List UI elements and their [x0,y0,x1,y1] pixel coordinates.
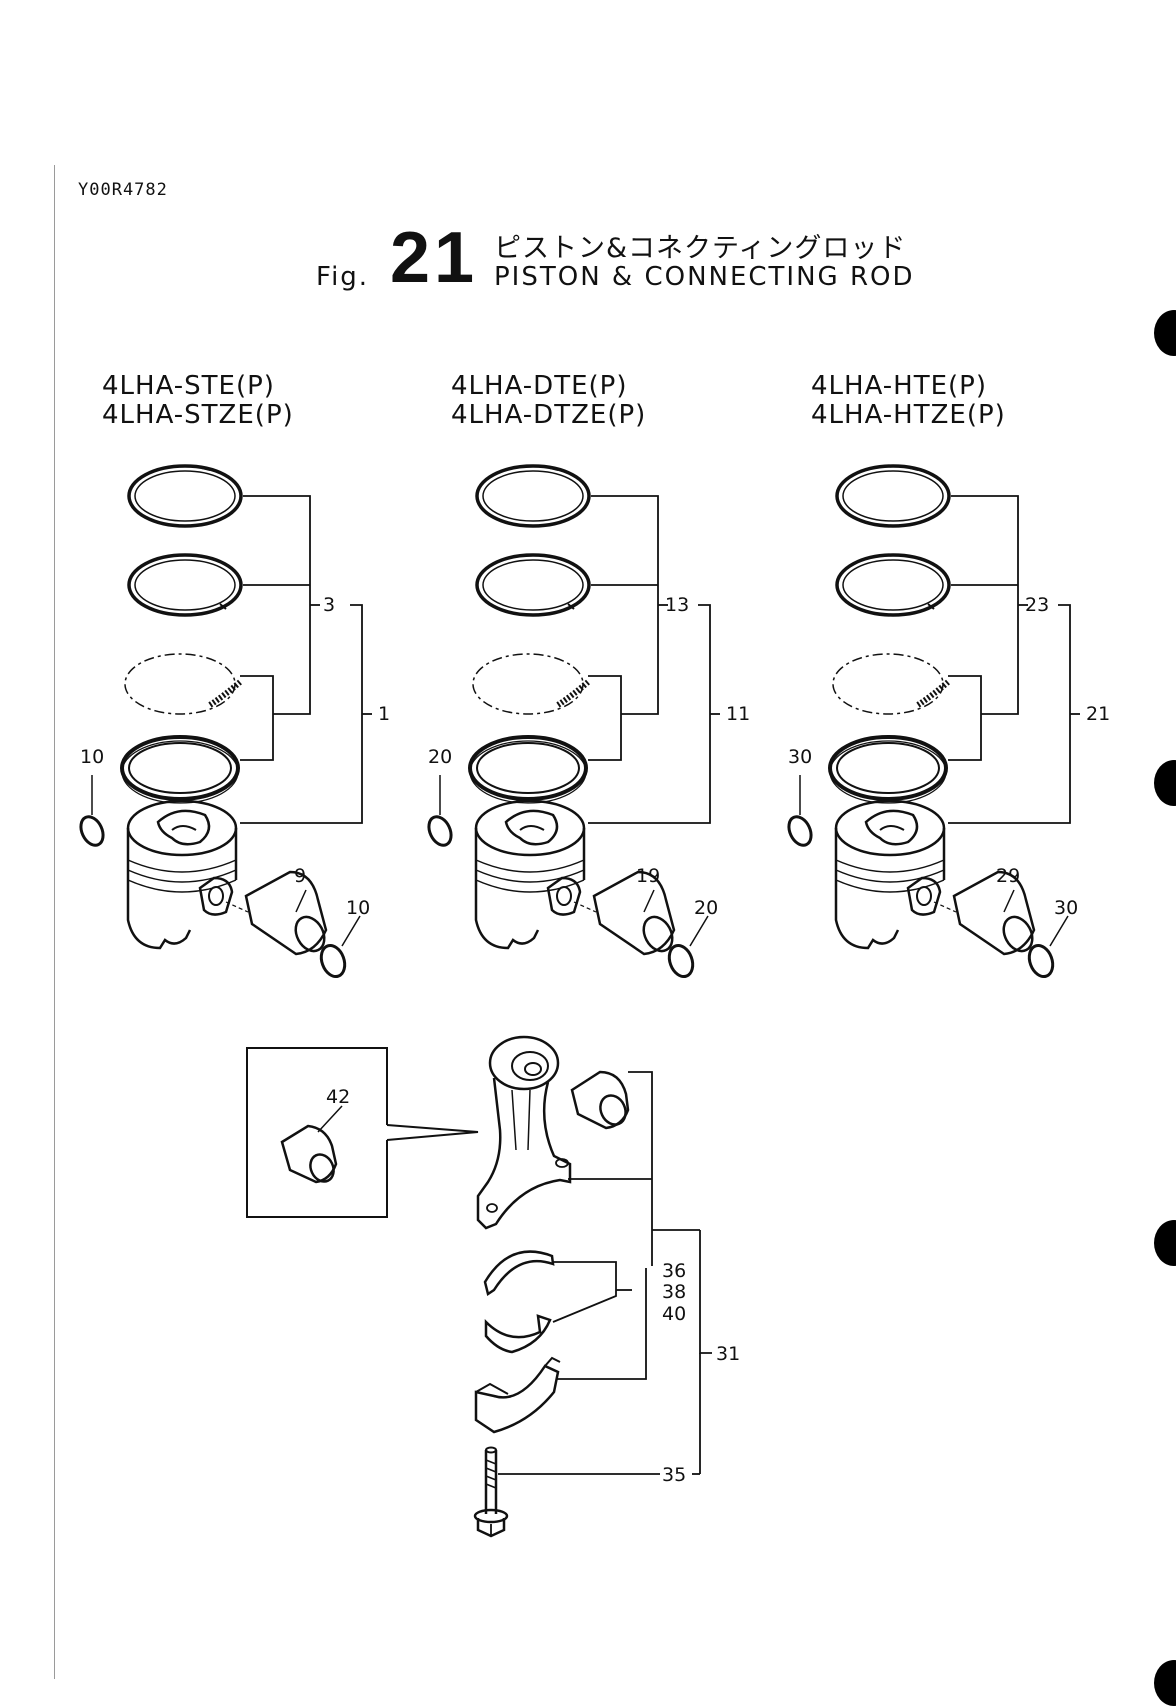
piston-assembly-drawing [785,466,1080,980]
callout-piston-assy: 11 [726,703,750,725]
lower-bearing-shell [486,1316,550,1352]
big-end-cap [476,1366,558,1432]
piston-assembly-drawing [425,466,720,980]
callout-rings: 13 [665,594,689,616]
callout-bearing: 36 [662,1260,686,1282]
callout-piston-pin: 19 [636,865,660,887]
callout-circlip: 10 [80,746,104,768]
piston-assembly-drawing [77,466,372,980]
small-end-bushing-inset [282,1126,336,1182]
connecting-rod-drawing [478,1037,570,1228]
callout-piston-pin: 9 [294,865,306,887]
piston-group-2: 13 11 20 19 20 [425,466,751,980]
callout-circlip: 10 [346,897,370,919]
callout-bushing: 42 [326,1086,350,1108]
callout-bearing: 38 [662,1281,686,1303]
callout-circlip: 20 [428,746,452,768]
callout-piston-pin: 29 [996,865,1020,887]
connecting-rod-group: 42 [247,1037,740,1536]
callout-rod-assy: 31 [716,1343,740,1365]
callout-circlip: 30 [788,746,812,768]
upper-bearing-shell [485,1252,553,1294]
callout-rings: 3 [323,594,335,616]
piston-group-3: 23 21 30 29 30 [785,466,1111,980]
callout-bearing: 40 [662,1303,686,1325]
callout-rings: 23 [1025,594,1049,616]
callout-piston-assy: 21 [1086,703,1110,725]
callout-circlip: 20 [694,897,718,919]
callout-piston-assy: 1 [378,703,390,725]
piston-group-1: 3 1 10 9 10 [77,466,390,980]
callout-circlip: 30 [1054,897,1078,919]
rod-bolt [475,1448,507,1537]
callout-rod-bolt: 35 [662,1464,686,1486]
